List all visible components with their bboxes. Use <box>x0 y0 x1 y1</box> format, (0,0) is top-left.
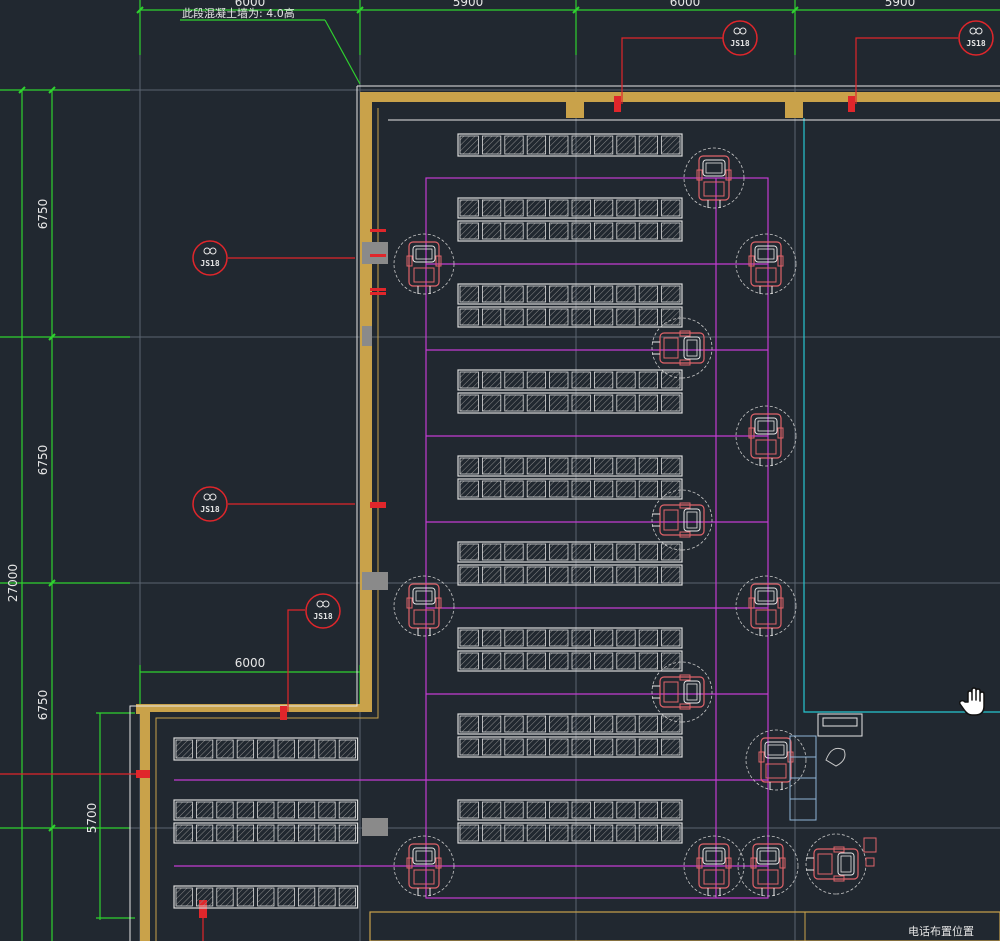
forklift <box>683 835 745 897</box>
forklift <box>393 233 455 295</box>
js18-marker[interactable]: JS18 <box>192 486 228 522</box>
js18-marker[interactable]: JS18 <box>192 240 228 276</box>
rack-row <box>457 650 683 672</box>
dim-total: 27000 <box>6 564 20 602</box>
forklift <box>805 833 867 895</box>
forklifts <box>393 147 867 897</box>
forklift <box>683 147 745 209</box>
rack-row <box>457 713 683 735</box>
marker-ticks <box>136 96 855 918</box>
rack-row <box>173 822 359 844</box>
js18-marker-label: JS18 <box>200 259 219 268</box>
forklift <box>735 575 797 637</box>
forklift <box>735 233 797 295</box>
building-walls <box>129 85 1000 941</box>
dimension-ticks <box>18 6 799 832</box>
rack-row <box>457 822 683 844</box>
rack-row <box>457 478 683 500</box>
js18-marker-label: JS18 <box>200 505 219 514</box>
js18-marker-label: JS18 <box>313 612 332 621</box>
dim-left-3: 6750 <box>36 690 50 721</box>
js18-marker[interactable]: JS18 <box>305 593 341 629</box>
aisle-lines <box>174 177 769 899</box>
forklift <box>737 835 799 897</box>
forklift <box>651 489 713 551</box>
rack-row <box>457 541 683 563</box>
wall-height-note: 此段混凝土墙为: 4.0高 <box>182 6 295 20</box>
phone-location-note: 电话布置位置 <box>908 924 974 938</box>
dim-left-4: 5700 <box>85 803 99 834</box>
conveyor-equipment <box>789 713 877 867</box>
rack-row <box>457 736 683 758</box>
cyan-boundary <box>803 118 1000 713</box>
dim-top-4: 5900 <box>885 0 916 9</box>
js18-marker[interactable]: JS18 <box>958 20 994 56</box>
dim-top-3: 6000 <box>670 0 701 9</box>
rack-row <box>457 392 683 414</box>
rack-row <box>457 564 683 586</box>
rack-row <box>173 885 359 909</box>
rack-row <box>457 306 683 328</box>
rack-row <box>457 799 683 821</box>
js18-marker[interactable]: JS18 <box>722 20 758 56</box>
forklift <box>393 835 455 897</box>
rack-row <box>457 455 683 477</box>
storage-racks <box>173 133 683 909</box>
rack-row <box>173 799 359 821</box>
forklift <box>651 317 713 379</box>
dim-mid: 6000 <box>235 656 266 670</box>
forklift <box>393 575 455 637</box>
forklift <box>745 729 807 791</box>
rack-row <box>457 220 683 242</box>
dim-top-2: 5900 <box>453 0 484 9</box>
forklift <box>651 661 713 723</box>
rack-row <box>457 133 683 157</box>
rack-row <box>457 627 683 649</box>
forklift <box>735 405 797 467</box>
js18-marker-label: JS18 <box>730 39 749 48</box>
marker-leaders <box>0 37 958 941</box>
dim-left-1: 6750 <box>36 199 50 230</box>
rack-row <box>173 737 359 761</box>
rack-row <box>457 369 683 391</box>
rack-row <box>457 197 683 219</box>
dim-left-2: 6750 <box>36 445 50 476</box>
dim-top-1: 6000 <box>235 0 266 9</box>
hand-pan-icon <box>958 687 985 716</box>
rack-row <box>457 283 683 305</box>
js18-marker-label: JS18 <box>966 39 985 48</box>
